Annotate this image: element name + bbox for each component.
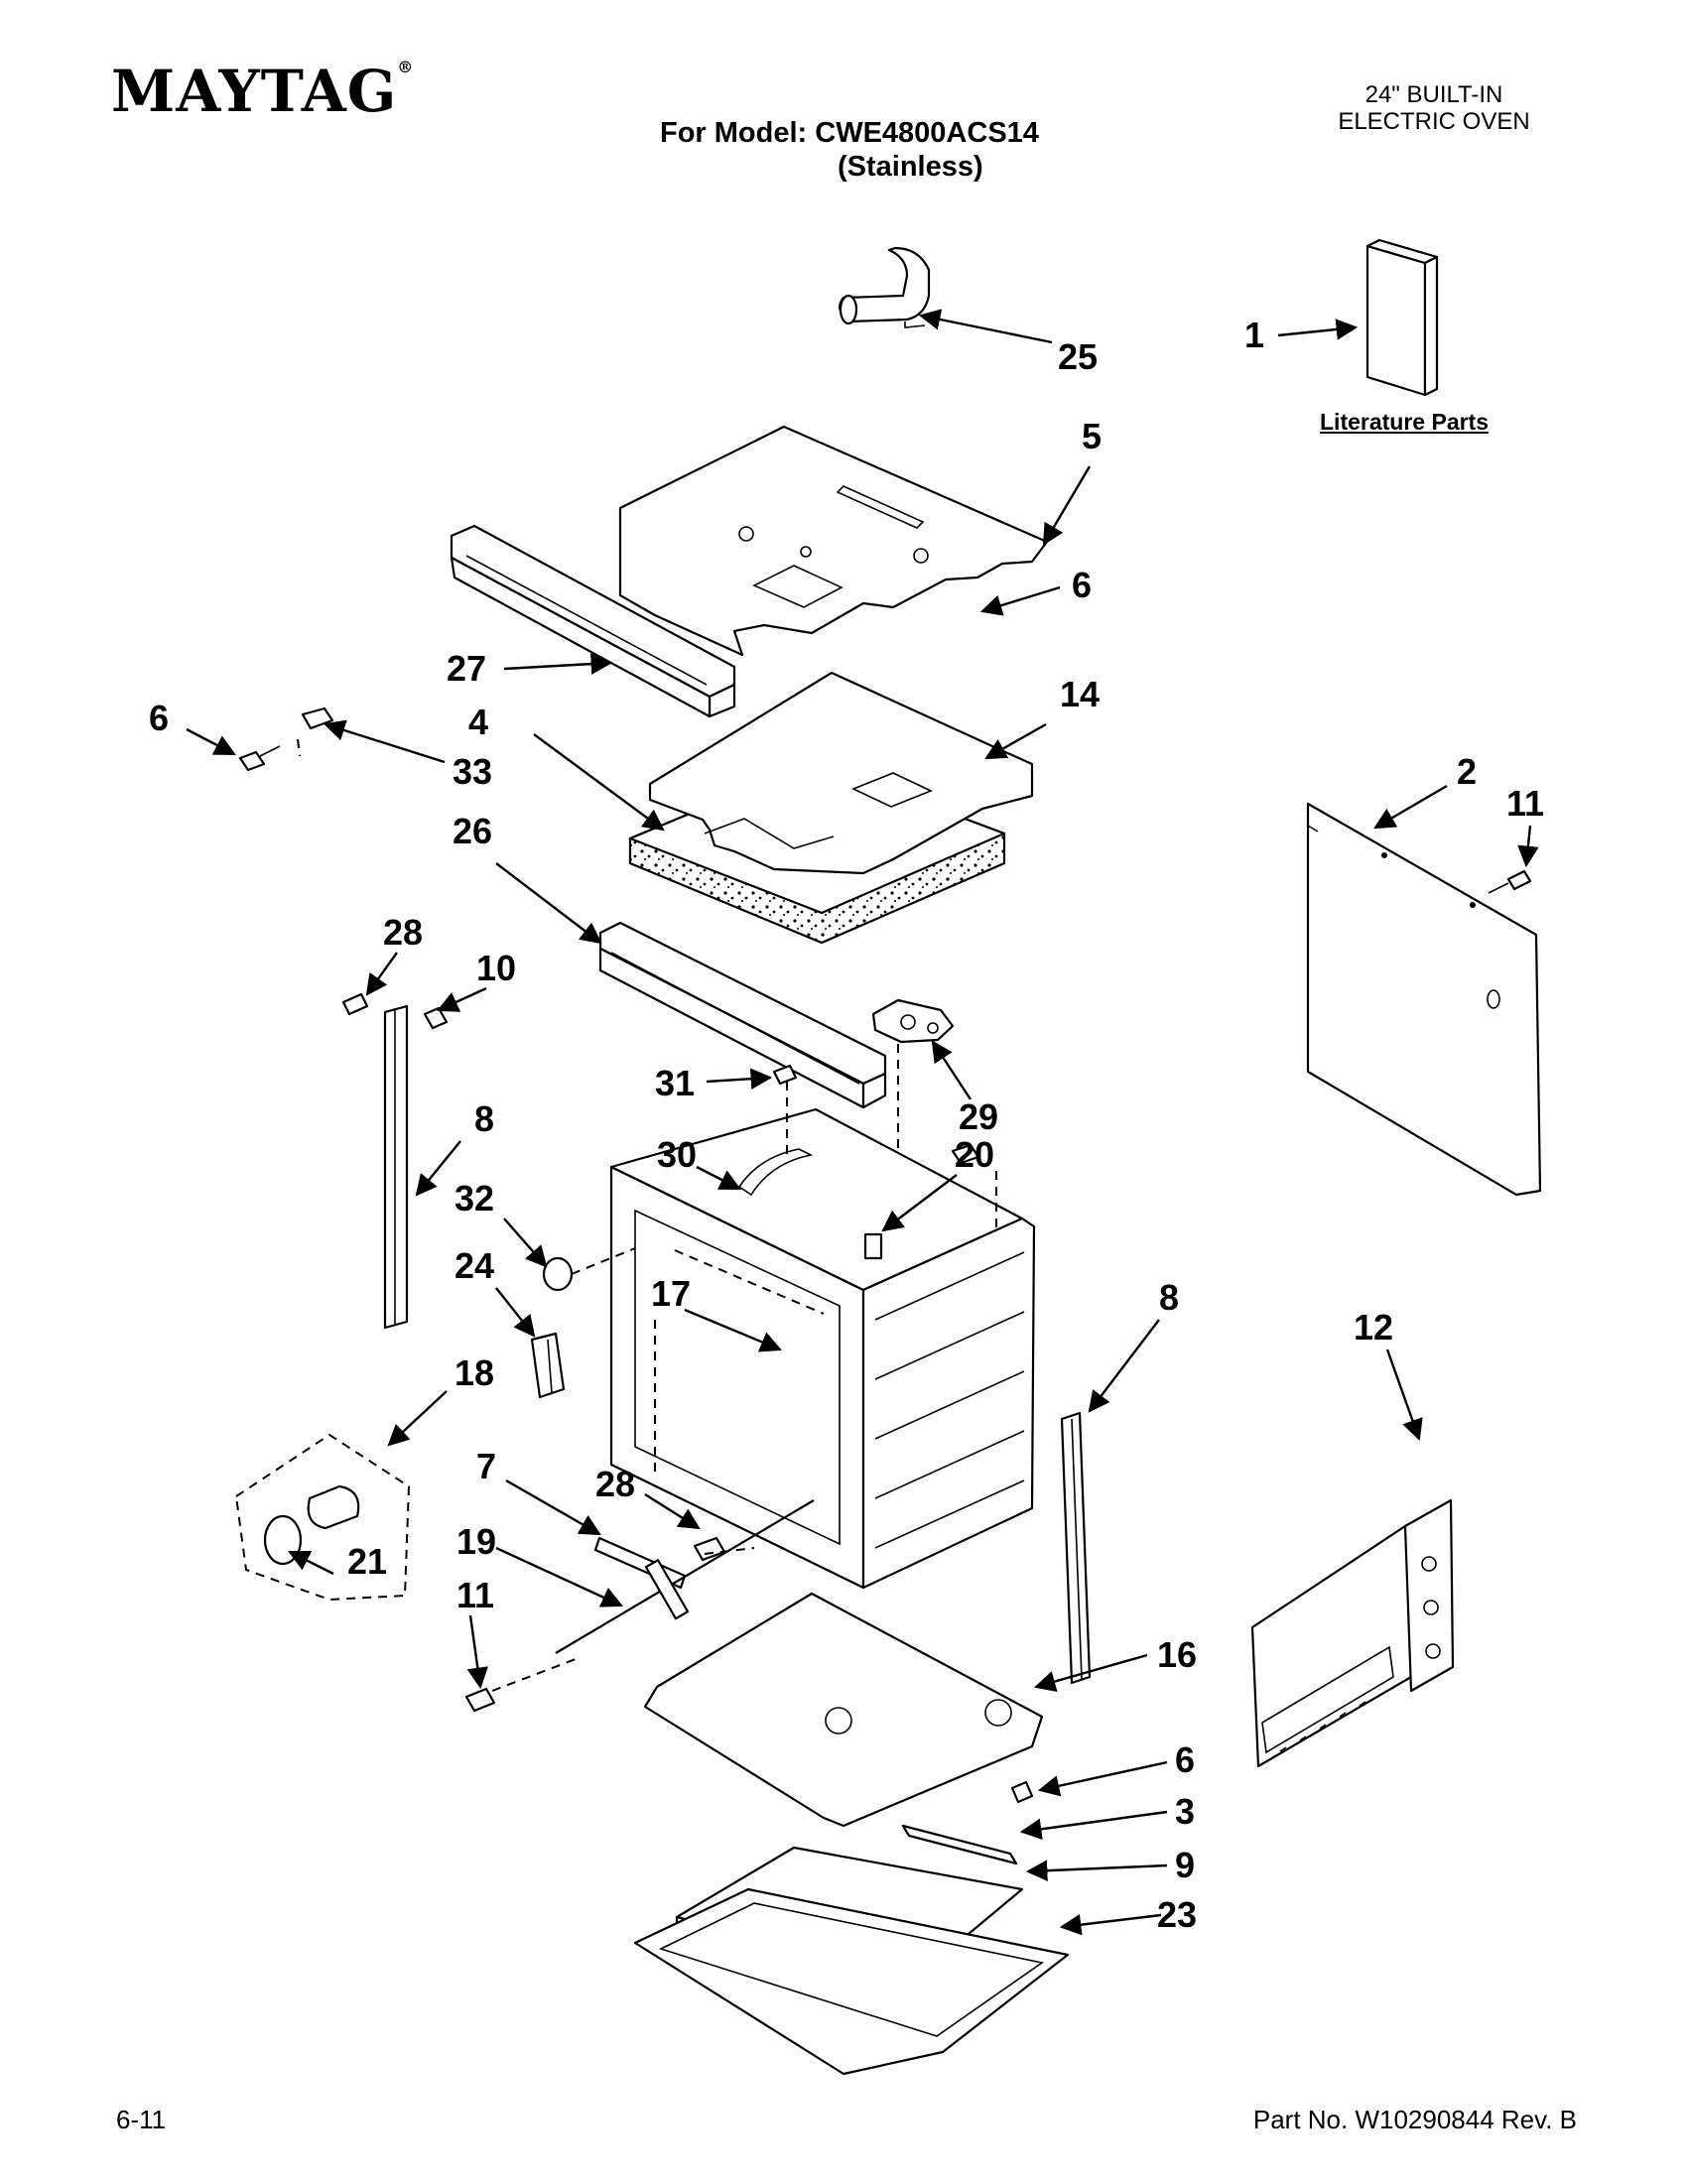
front-trim-rail-part: [450, 524, 736, 718]
callout-28: 28: [595, 1464, 635, 1504]
callout-6: 6: [1175, 1739, 1195, 1780]
oven-cavity-part: [609, 1107, 1036, 1590]
thermostat-part: [871, 998, 955, 1161]
part-number: Part No. W10290844 Rev. B: [1252, 2105, 1577, 2134]
callout-26: 26: [453, 811, 492, 851]
callout-4: 4: [468, 702, 488, 742]
lower-bracket-rod-parts: [464, 1499, 815, 1713]
callout-7: 7: [476, 1446, 496, 1486]
callout-5: 5: [1082, 416, 1102, 456]
callout-14: 14: [1060, 674, 1100, 714]
insulation-rail-part: [598, 921, 887, 1109]
bottom-frame-part: [633, 1887, 1070, 2076]
callout-9: 9: [1175, 1845, 1195, 1885]
clip-screw-parts: [238, 707, 980, 1165]
product-type-line2: ELECTRIC OVEN: [1338, 108, 1530, 135]
assembly-lines: [297, 738, 997, 1692]
callout-28: 28: [383, 912, 423, 953]
maytag-logo: MAYTAG®: [111, 58, 414, 125]
callout-19: 19: [456, 1521, 496, 1562]
vent-elbow-part: [839, 246, 931, 328]
callout-23: 23: [1157, 1894, 1197, 1935]
callout-29: 29: [959, 1096, 998, 1137]
callout-1: 1: [1244, 315, 1264, 355]
top-cover-panel-part: [618, 425, 1049, 657]
model-line: For Model: CWE4800ACS14: [660, 117, 1039, 149]
leader-lines: [186, 309, 1539, 1936]
trim-strip-right-part: [1060, 1411, 1092, 1685]
callout-31: 31: [655, 1063, 695, 1103]
trim-strip-left-part: [341, 992, 449, 1330]
callout-3: 3: [1175, 1791, 1195, 1832]
callout-11: 11: [1506, 783, 1544, 824]
callout-8: 8: [1159, 1277, 1179, 1318]
rear-control-panel-part: [1250, 1498, 1455, 1768]
bottom-bracket-part: [901, 1780, 1034, 1865]
brand-wordmark: MAYTAG: [111, 58, 398, 125]
callout-17: 17: [651, 1273, 691, 1314]
callout-6: 6: [1072, 565, 1092, 605]
callout-12: 12: [1354, 1307, 1393, 1348]
product-type: 24" BUILT-IN ELECTRIC OVEN: [1305, 81, 1563, 135]
literature-booklet-part: [1365, 238, 1439, 397]
callout-11: 11: [456, 1575, 494, 1615]
callout-32: 32: [454, 1178, 494, 1219]
bottom-panel-part: [643, 1592, 1044, 1828]
callout-labels: 1 25 5 6 27 14 6 33 4 26 2 11 28 10 29 3…: [149, 315, 1544, 1935]
literature-parts-label: Literature Parts: [1320, 409, 1490, 435]
callout-20: 20: [955, 1134, 994, 1175]
variant-label: (Stainless): [838, 151, 983, 183]
callout-27: 27: [447, 648, 486, 689]
screw-part: [1488, 869, 1532, 894]
callout-25: 25: [1058, 336, 1098, 377]
callout-10: 10: [476, 948, 516, 988]
callout-24: 24: [454, 1245, 494, 1286]
callout-18: 18: [454, 1352, 494, 1393]
door-stop-parts: [530, 1247, 636, 1399]
cavity-fastener-parts: [737, 1064, 883, 1260]
callout-33: 33: [453, 751, 492, 792]
callout-16: 16: [1157, 1634, 1197, 1675]
callout-2: 2: [1457, 751, 1477, 792]
callout-8: 8: [474, 1098, 494, 1139]
product-type-line1: 24" BUILT-IN: [1364, 81, 1503, 108]
side-panel-part: [1306, 802, 1542, 1197]
callout-6: 6: [149, 698, 169, 738]
date-code: 6-11: [116, 2105, 167, 2134]
registered-mark-icon: ®: [397, 58, 415, 76]
callout-30: 30: [657, 1134, 697, 1175]
callout-21: 21: [347, 1541, 387, 1582]
